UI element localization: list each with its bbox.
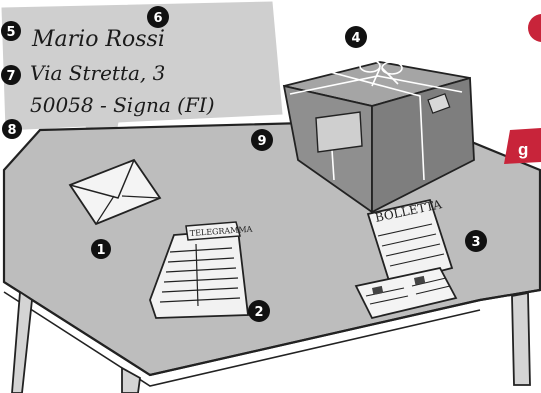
marker-9: 9 (251, 129, 273, 151)
address-name: Mario Rossi (31, 27, 165, 52)
svg-text:4: 4 (351, 31, 360, 46)
marker-3: 3 (465, 230, 487, 252)
marker-2: 2 (248, 300, 270, 322)
marker-1: 1 (91, 239, 111, 259)
marker-5: 5 (1, 21, 21, 41)
edge-badge-text: g (518, 140, 528, 159)
svg-text:9: 9 (257, 134, 266, 149)
svg-text:1: 1 (96, 243, 105, 258)
svg-text:2: 2 (254, 305, 263, 320)
table-leg-left (12, 292, 32, 393)
edge-badge-label: g (504, 128, 541, 164)
marker-4: 4 (345, 26, 367, 48)
table-leg-front (122, 368, 140, 393)
marker-6: 6 (147, 6, 169, 28)
marker-8: 8 (2, 119, 22, 139)
svg-text:6: 6 (153, 11, 162, 26)
svg-text:5: 5 (6, 25, 15, 40)
marker-7: 7 (1, 65, 21, 85)
svg-text:8: 8 (7, 123, 16, 138)
svg-text:7: 7 (6, 69, 15, 84)
edge-badge-circle (528, 14, 541, 42)
svg-text:3: 3 (471, 235, 480, 250)
address-street: Via Stretta, 3 (30, 61, 165, 85)
table-leg-right (512, 293, 530, 385)
address-city: 50058 - Signa (FI) (30, 93, 215, 117)
